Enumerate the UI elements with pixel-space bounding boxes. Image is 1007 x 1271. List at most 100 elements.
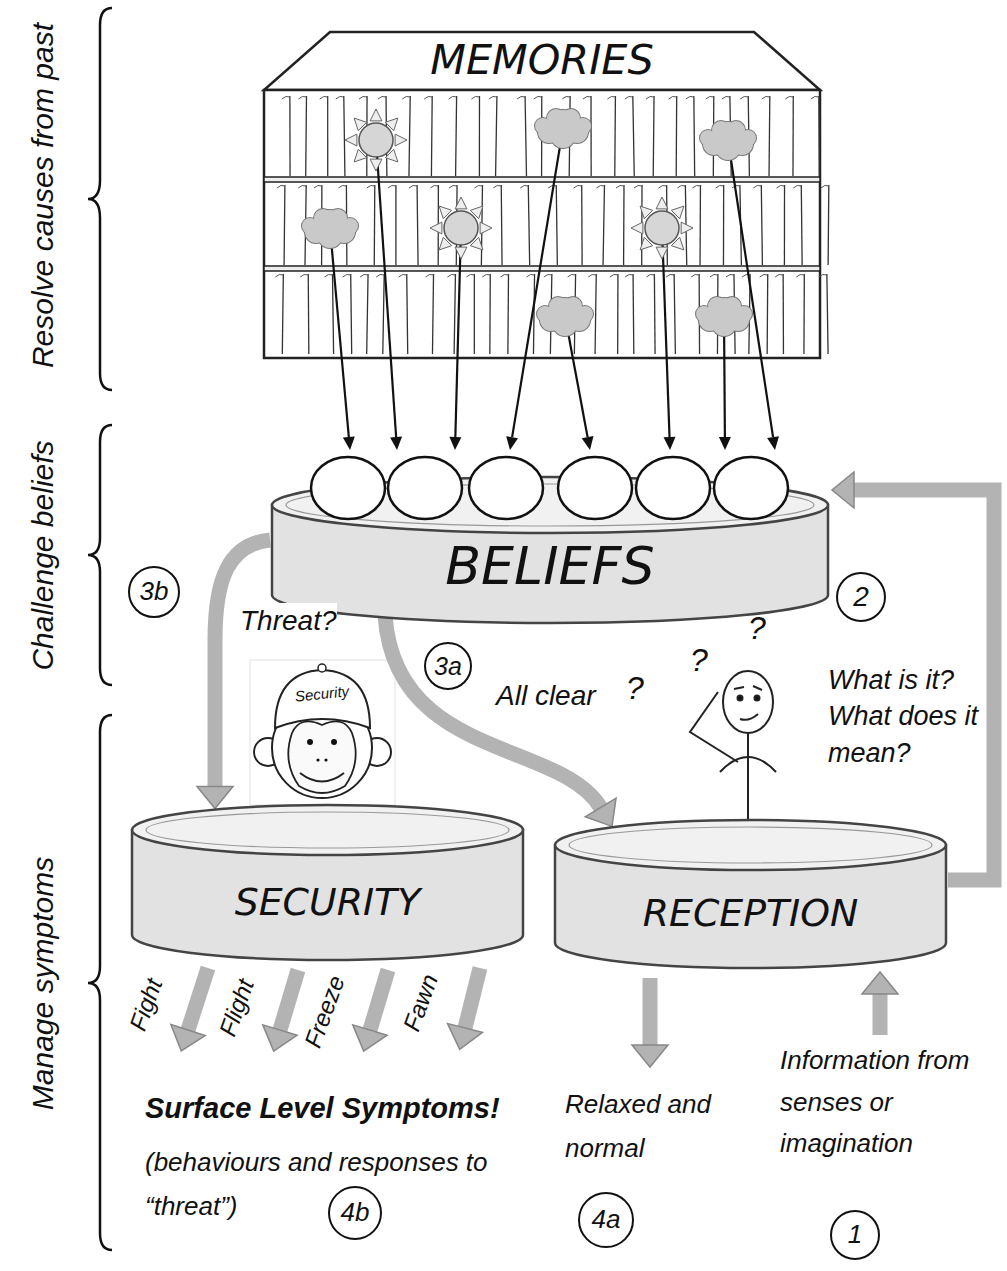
memory-arrow <box>455 360 457 437</box>
monkey-eye <box>331 739 337 745</box>
book-spine <box>395 185 396 265</box>
book-top <box>659 185 667 188</box>
book-top <box>489 96 497 99</box>
sun-ray <box>370 159 382 171</box>
book-top <box>300 274 308 277</box>
input-arrow <box>873 994 888 1035</box>
book-top <box>430 185 438 188</box>
memory-arrow <box>342 360 349 437</box>
book-top <box>607 96 615 99</box>
belief-oval <box>636 457 710 519</box>
book-top <box>588 274 596 277</box>
node-label: MEMORIES <box>262 30 822 84</box>
book-spine <box>383 274 384 354</box>
book-spine <box>632 274 634 354</box>
monkey-nostril <box>324 758 327 761</box>
sun-ray <box>480 222 492 234</box>
memory-arrow <box>761 360 773 437</box>
memory-arrow <box>512 360 525 437</box>
book-top <box>466 274 474 277</box>
platform-rim <box>146 812 509 848</box>
book-spine <box>654 274 656 354</box>
callout-number: 3a <box>424 642 472 690</box>
platform-rim <box>569 827 932 863</box>
book-top <box>646 96 654 99</box>
section-label: Resolve causes from past <box>23 5 62 385</box>
book-spine <box>556 185 557 265</box>
sun-ray <box>395 134 407 146</box>
book-top <box>692 185 700 188</box>
response-arrows <box>188 968 880 1045</box>
response-label: Freeze <box>297 972 352 1053</box>
question-mark: ? <box>690 640 708 682</box>
security-platform: SECURITY <box>130 800 525 965</box>
belief-oval <box>388 457 462 519</box>
book-top <box>314 185 322 188</box>
book-top <box>426 274 434 277</box>
book-spine <box>289 96 290 176</box>
book-spine <box>699 185 701 265</box>
book-top <box>474 185 482 188</box>
cloud-memory <box>551 124 575 148</box>
book-top <box>544 274 552 277</box>
book-top <box>447 274 455 277</box>
book-spine <box>674 274 675 354</box>
book-spine <box>489 274 491 354</box>
book-spine <box>581 185 583 265</box>
edge-label: Threat? <box>240 603 337 639</box>
figure-brows <box>734 686 762 690</box>
platform-top <box>132 805 523 855</box>
section-label: Manage symptoms <box>23 723 62 1243</box>
book-top <box>722 96 730 99</box>
figure-head <box>723 671 773 733</box>
book-spine <box>768 96 770 176</box>
book-top <box>277 185 285 188</box>
book-spine <box>767 274 769 354</box>
book-spine <box>282 274 283 354</box>
book-spine <box>603 185 604 265</box>
figure-eye <box>738 696 743 701</box>
sun-memory <box>645 211 679 245</box>
cloud-memory <box>716 136 740 160</box>
book-top <box>610 274 618 277</box>
book-top <box>324 274 332 277</box>
book-spine <box>406 274 408 354</box>
callout-number: 4a <box>578 1192 634 1248</box>
book-top <box>625 274 633 277</box>
book-top <box>320 96 328 99</box>
book-spine <box>792 96 794 176</box>
cap-button <box>318 664 326 672</box>
cloud-memory <box>537 306 553 322</box>
book-spine <box>456 96 457 176</box>
book-spine <box>653 96 655 176</box>
cloud-memory <box>535 118 551 134</box>
book-spine <box>283 185 285 265</box>
book-spine <box>801 185 803 265</box>
curly-bracket <box>88 8 112 390</box>
cloud-memory <box>736 306 752 322</box>
book-top <box>740 96 748 99</box>
book-spine <box>827 185 829 265</box>
book-spine <box>417 185 418 265</box>
sun-ray <box>430 222 442 234</box>
cloud-memory <box>553 312 577 336</box>
sun-memory <box>444 211 478 245</box>
book-spine <box>676 96 678 176</box>
book-top <box>568 274 576 277</box>
response-label: Fawn <box>395 970 444 1036</box>
shelf-board <box>264 177 820 182</box>
book-spine <box>784 185 785 265</box>
node-label: BELIEFS <box>270 450 830 596</box>
question-mark: ? <box>626 668 644 710</box>
book-top <box>821 185 829 188</box>
callout-number: 2 <box>836 572 886 622</box>
book-spine <box>432 274 433 354</box>
book-spine <box>533 274 534 354</box>
section-label: Challenge beliefs <box>23 420 62 690</box>
book-spine <box>474 274 475 354</box>
monkey-mouth <box>300 773 344 782</box>
book-top <box>726 274 734 277</box>
sun-memory <box>359 123 393 157</box>
stick-figure <box>690 671 776 830</box>
